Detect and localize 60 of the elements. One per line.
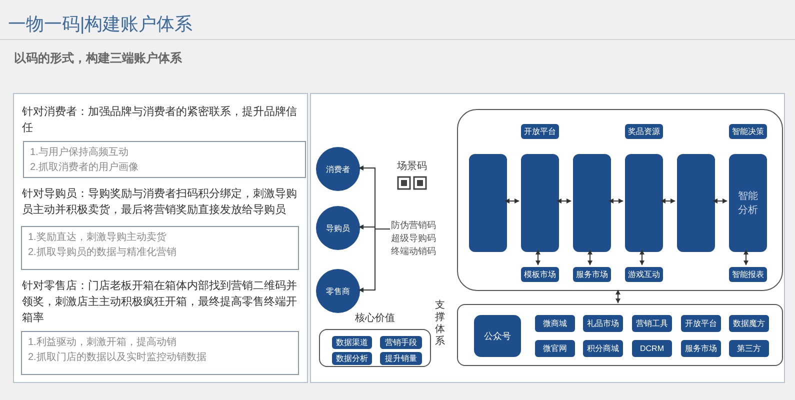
text-box: 1.利益驱动，刺激开箱，提高动销 2.抓取门店的数据以及实时监控动销数据	[21, 331, 299, 375]
module-box: 开放平台	[521, 124, 559, 139]
module-box: 数据分析	[332, 352, 372, 365]
text-box: 1.奖励直达，刺激导购主动卖货 2.抓取导购员的数据与精准化营销	[21, 226, 299, 270]
module-box: 微商城	[535, 315, 575, 332]
code-type: 防伪营销码	[391, 219, 436, 232]
section-heading: 针对消费者：加强品牌与消费者的紧密联系，提升品牌信任	[22, 104, 298, 136]
rounded-panel	[457, 304, 783, 366]
arrow	[616, 290, 620, 304]
module-box: 模板市场	[521, 267, 559, 282]
group-heading: 核心价值	[354, 312, 396, 325]
module-box: 营销手段	[380, 336, 422, 349]
role-circle: 导购员	[316, 206, 360, 250]
side-label: 支撑体系	[435, 300, 446, 348]
module-box: DCRM	[632, 340, 672, 357]
column-bar	[677, 154, 715, 252]
module-box: 服务市场	[681, 340, 721, 357]
platform-box: 公众号	[474, 315, 521, 357]
role-circle: 零售商	[316, 269, 360, 313]
module-box: 微官网	[535, 340, 575, 357]
subtitle: 以码的形式，构建三端账户体系	[14, 50, 182, 67]
module-box: 营销工具	[632, 315, 672, 332]
column-bar	[521, 154, 559, 252]
role-circle: 消费者	[316, 147, 360, 191]
arrow	[556, 198, 572, 204]
module-box: 数据魔方	[729, 315, 769, 332]
module-box: 提升销量	[380, 352, 422, 365]
arrow	[504, 198, 520, 204]
module-box: 智能决策	[729, 124, 767, 139]
module-box: 开放平台	[681, 315, 721, 332]
page-title: 一物一码|构建账户体系	[8, 13, 193, 36]
section-heading: 针对导购员：导购奖励与消费者扫码积分绑定，刺激导购员主动并积极卖货，最后将营销奖励直接发放给导购员	[22, 186, 298, 218]
arrow	[608, 198, 624, 204]
arrow	[660, 198, 676, 204]
text-box: 1.与用户保持高频互动 2.抓取消费者的用户画像	[23, 141, 306, 178]
section-heading: 针对零售店：门店老板开箱在箱体内部找到营销二维码并领奖，刺激店主主动积极疯狂开箱，最终提高零售终端开箱率	[22, 278, 298, 326]
arrow	[712, 198, 728, 204]
code-type: 终端动销码	[391, 245, 436, 258]
column-bar	[625, 154, 663, 252]
module-box: 礼品市场	[583, 315, 623, 332]
module-box: 数据渠道	[332, 336, 372, 349]
panel	[13, 93, 308, 383]
module-box: 智能报表	[729, 267, 767, 282]
code-type: 超级导购码	[391, 232, 436, 245]
arrow	[536, 250, 540, 266]
code-heading: 场景码	[397, 160, 427, 173]
arrow	[744, 250, 748, 266]
column-bar	[469, 154, 507, 252]
module-box: 游戏互动	[625, 267, 663, 282]
arrow	[640, 250, 644, 266]
module-box: 积分商城	[583, 340, 623, 357]
module-box: 服务市场	[573, 267, 611, 282]
panel	[310, 93, 785, 383]
module-box: 第三方	[729, 340, 769, 357]
rounded-panel	[457, 109, 783, 291]
arrow	[358, 228, 390, 292]
module-box: 奖品资源	[625, 124, 663, 139]
column-bar	[573, 154, 611, 252]
column-bar: 智能分析	[729, 154, 767, 252]
arrow	[588, 250, 592, 266]
